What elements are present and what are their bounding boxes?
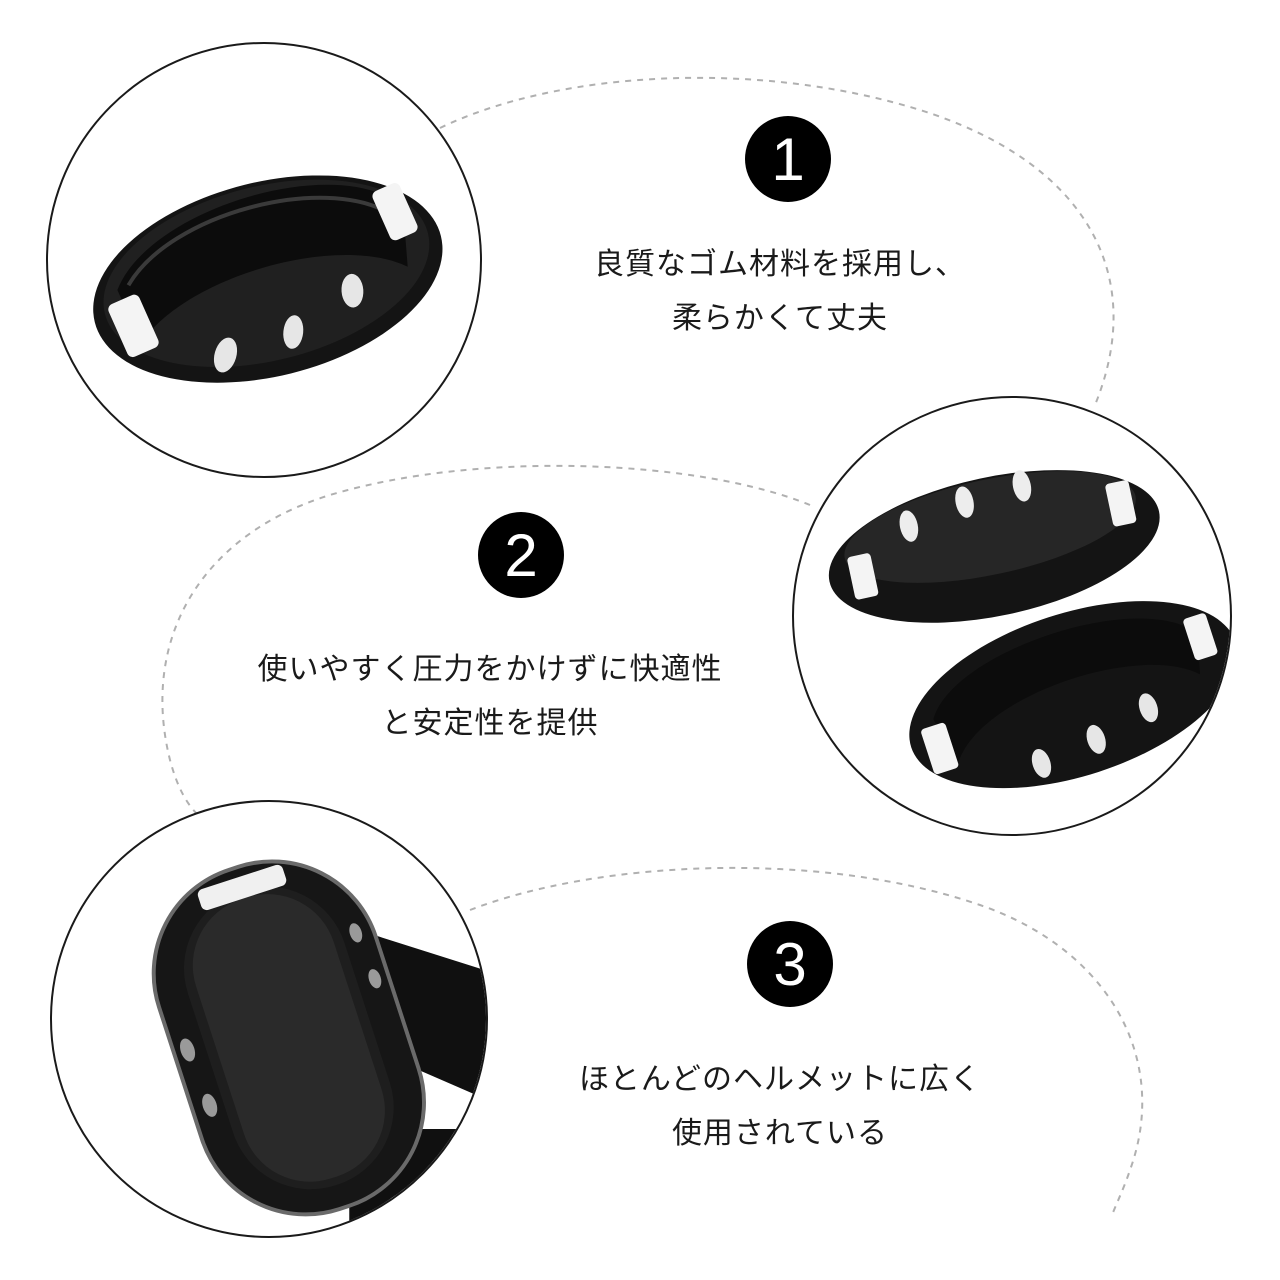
dashed-oval-1 [439,76,1115,406]
dashed-oval-3 [469,866,1144,1216]
feature-3-line-1: ほとんどのヘルメットに広く [578,1062,982,1097]
dashed-oval-2 [161,464,811,816]
feature-number-badge-3: 3 [747,921,833,1007]
feature-description-3: ほとんどのヘルメットに広く 使用されている [540,1053,1020,1161]
two-rubber-pads-image [828,470,1230,789]
feature-number-badge-1: 1 [745,116,831,202]
feature-2-line-2: と安定性を提供 [381,706,599,741]
black-rubber-pad-image [93,175,443,383]
product-photo-2 [792,396,1232,836]
feature-1-line-2: 柔らかくて丈夫 [671,301,889,336]
product-photo-1 [46,42,482,478]
product-photo-3 [50,800,488,1238]
pad-with-strap-image [151,859,486,1236]
feature-number-badge-2: 2 [478,512,564,598]
feature-1-line-1: 良質なゴム材料を採用し、 [594,247,966,282]
feature-description-1: 良質なゴム材料を採用し、 柔らかくて丈夫 [540,238,1020,346]
feature-2-line-1: 使いやすく圧力をかけずに快適性 [257,652,723,687]
feature-description-2: 使いやすく圧力をかけずに快適性 と安定性を提供 [230,643,750,751]
feature-3-line-2: 使用されている [671,1116,889,1151]
